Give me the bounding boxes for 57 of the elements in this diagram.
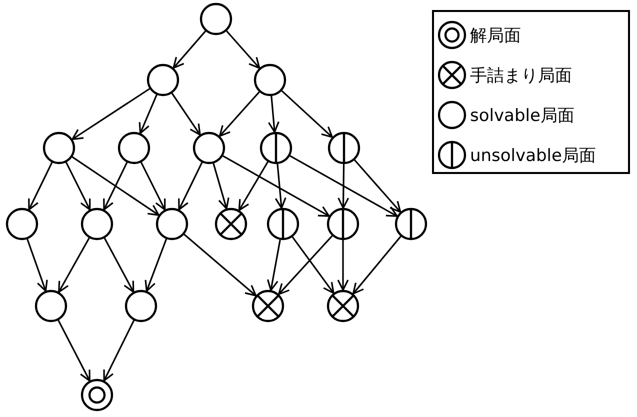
- legend-label: 手詰まり局面: [470, 65, 572, 87]
- position-circle: [146, 63, 180, 97]
- arrow: [65, 162, 91, 210]
- arrow: [212, 163, 230, 210]
- arrow: [292, 236, 334, 294]
- dead-end-circle: [214, 207, 248, 241]
- dead-end-circle: [326, 289, 360, 323]
- legend-label: solvable局面: [470, 105, 574, 127]
- arrow: [104, 238, 134, 293]
- arrow: [140, 162, 166, 210]
- arrow: [268, 96, 280, 133]
- legend-label: 解局面: [470, 25, 521, 47]
- legend-label: unsolvable局面: [470, 145, 596, 167]
- arrow: [171, 92, 201, 136]
- position-circle: [192, 131, 226, 165]
- arrow: [222, 155, 330, 217]
- arrow: [337, 240, 349, 291]
- arrow: [103, 162, 128, 210]
- arrow: [26, 238, 48, 292]
- arrow: [290, 155, 398, 217]
- arrow: [72, 88, 150, 140]
- arrow: [72, 156, 160, 216]
- position-circle: [42, 131, 76, 165]
- arrow: [178, 162, 203, 210]
- position-circle: [155, 207, 189, 241]
- arrow: [281, 90, 334, 138]
- position-circle: [117, 131, 151, 165]
- arrow: [354, 159, 402, 213]
- arrow: [274, 164, 286, 209]
- unsolvable-circle: [394, 207, 428, 241]
- arrow: [144, 238, 168, 292]
- arrow: [58, 238, 90, 293]
- arrow: [184, 234, 257, 296]
- unsolvable-circle: [266, 207, 300, 241]
- arrow: [338, 164, 350, 209]
- arrow: [103, 320, 135, 382]
- arrow: [226, 30, 260, 69]
- arrow: [352, 236, 402, 294]
- arrow: [58, 320, 90, 382]
- unsolvable-circle: [259, 131, 293, 165]
- dead-end-circle: [251, 289, 285, 323]
- position-circle: [199, 2, 233, 36]
- solution-circle: [80, 378, 114, 412]
- unsolvable-circle: [327, 131, 361, 165]
- arrow: [172, 30, 206, 69]
- unsolvable-circle: [326, 207, 360, 241]
- position-circle: [80, 207, 114, 241]
- arrow: [218, 91, 260, 137]
- arrow: [238, 161, 269, 212]
- arrow: [28, 162, 53, 210]
- position-circle: [124, 289, 158, 323]
- arrow: [278, 235, 333, 295]
- arrow: [266, 240, 281, 292]
- position-circle: [253, 63, 287, 97]
- arrow: [138, 94, 158, 134]
- position-circle: [5, 207, 39, 241]
- position-circle: [34, 289, 68, 323]
